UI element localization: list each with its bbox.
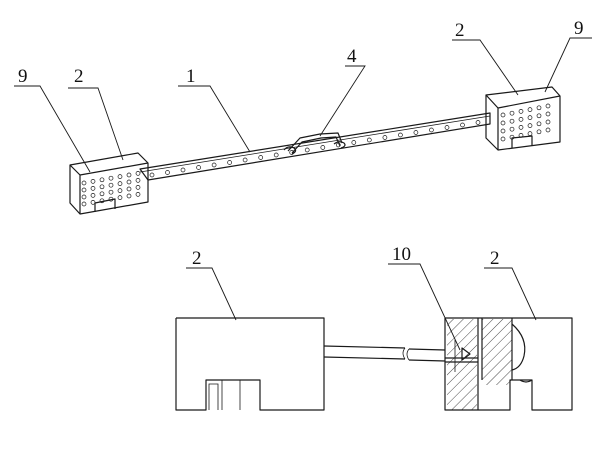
label-9-left: 9 [18, 66, 28, 87]
block-hole [509, 134, 515, 140]
block-hole [81, 187, 87, 193]
block-hole [117, 181, 123, 186]
block-hole [99, 184, 105, 190]
left-block [69, 152, 149, 215]
block-hole [536, 105, 542, 111]
block-hole [135, 185, 141, 190]
label-4-handle: 4 [347, 46, 357, 67]
block-hole [99, 177, 105, 183]
block-hole [126, 179, 132, 185]
block-hole [108, 189, 114, 195]
block-hole [527, 131, 533, 136]
block-hole [81, 194, 87, 200]
block-hole [536, 129, 542, 135]
block-hole [527, 107, 533, 112]
rail-hole [258, 155, 264, 160]
block-hole [135, 178, 141, 183]
block-hole [90, 200, 96, 205]
section-right-block [444, 317, 573, 411]
block-hole [518, 109, 524, 114]
block-hole [500, 112, 506, 118]
block-hole [117, 174, 123, 179]
block-hole [500, 120, 506, 126]
block-hole [117, 188, 123, 193]
section-view: 2 10 2 [175, 244, 573, 411]
block-hole [518, 125, 524, 130]
block-hole [108, 182, 114, 188]
rail-hole [180, 167, 186, 173]
rail-hole-row [149, 120, 481, 178]
rail-hole [366, 137, 372, 143]
block-hole [509, 126, 515, 132]
rail-hole [242, 157, 248, 163]
block-hole [500, 128, 506, 134]
label-1-rail: 1 [186, 66, 196, 87]
block-hole [99, 198, 105, 204]
block-hole [81, 201, 87, 207]
top-assembly-view: 9 2 1 4 2 9 [14, 18, 592, 215]
rail-hole [320, 145, 326, 150]
block-hole [135, 192, 141, 197]
block-hole [518, 117, 524, 122]
label-10-pin: 10 [392, 244, 411, 265]
block-hole [545, 127, 551, 133]
rail-hole [149, 172, 155, 178]
block-hole [108, 196, 114, 202]
block-hole [509, 118, 515, 124]
left-block-hole-grid [81, 171, 141, 207]
block-hole [126, 186, 132, 192]
top-leaders: 9 2 1 4 2 9 [14, 18, 592, 173]
block-hole [527, 115, 533, 120]
block-hole [126, 193, 132, 199]
block-hole [81, 180, 87, 186]
rail-hole [273, 152, 279, 158]
rail-hole [227, 160, 232, 165]
section-bar [323, 345, 446, 362]
block-hole [545, 111, 551, 117]
rail-hole [413, 130, 419, 135]
label-2-right: 2 [455, 20, 465, 41]
right-block [485, 86, 561, 151]
handle [283, 132, 346, 155]
block-hole [90, 186, 96, 191]
rail [139, 112, 491, 181]
rail-hole [382, 135, 388, 140]
rail-hole [351, 140, 357, 145]
block-hole [527, 123, 533, 128]
block-hole [509, 110, 515, 116]
rail-hole [196, 165, 201, 170]
block-hole [536, 121, 542, 127]
label-2-section-left: 2 [192, 248, 202, 269]
rail-hole [304, 147, 310, 153]
label-9-right: 9 [574, 18, 584, 39]
block-hole [90, 179, 96, 184]
block-hole [117, 195, 123, 200]
block-hole [518, 133, 524, 138]
block-hole [545, 103, 551, 109]
block-hole [135, 171, 141, 176]
rail-hole [211, 162, 217, 168]
label-2-left: 2 [74, 66, 84, 87]
rail-hole [398, 132, 403, 138]
block-hole [536, 113, 542, 119]
block-hole [545, 119, 551, 125]
rail-hole [444, 125, 450, 130]
block-hole [90, 193, 96, 198]
block-hole [500, 136, 506, 142]
block-hole [99, 191, 105, 197]
block-hole [108, 175, 114, 181]
section-leaders: 2 10 2 [186, 244, 537, 351]
rail-hole [460, 122, 465, 128]
block-hole [126, 172, 132, 178]
rail-hole [475, 120, 481, 125]
section-left-block [175, 317, 325, 411]
right-block-hole-grid [500, 103, 551, 142]
rail-hole [429, 127, 434, 133]
rail-hole [165, 170, 170, 175]
label-2-section-right: 2 [490, 248, 500, 269]
